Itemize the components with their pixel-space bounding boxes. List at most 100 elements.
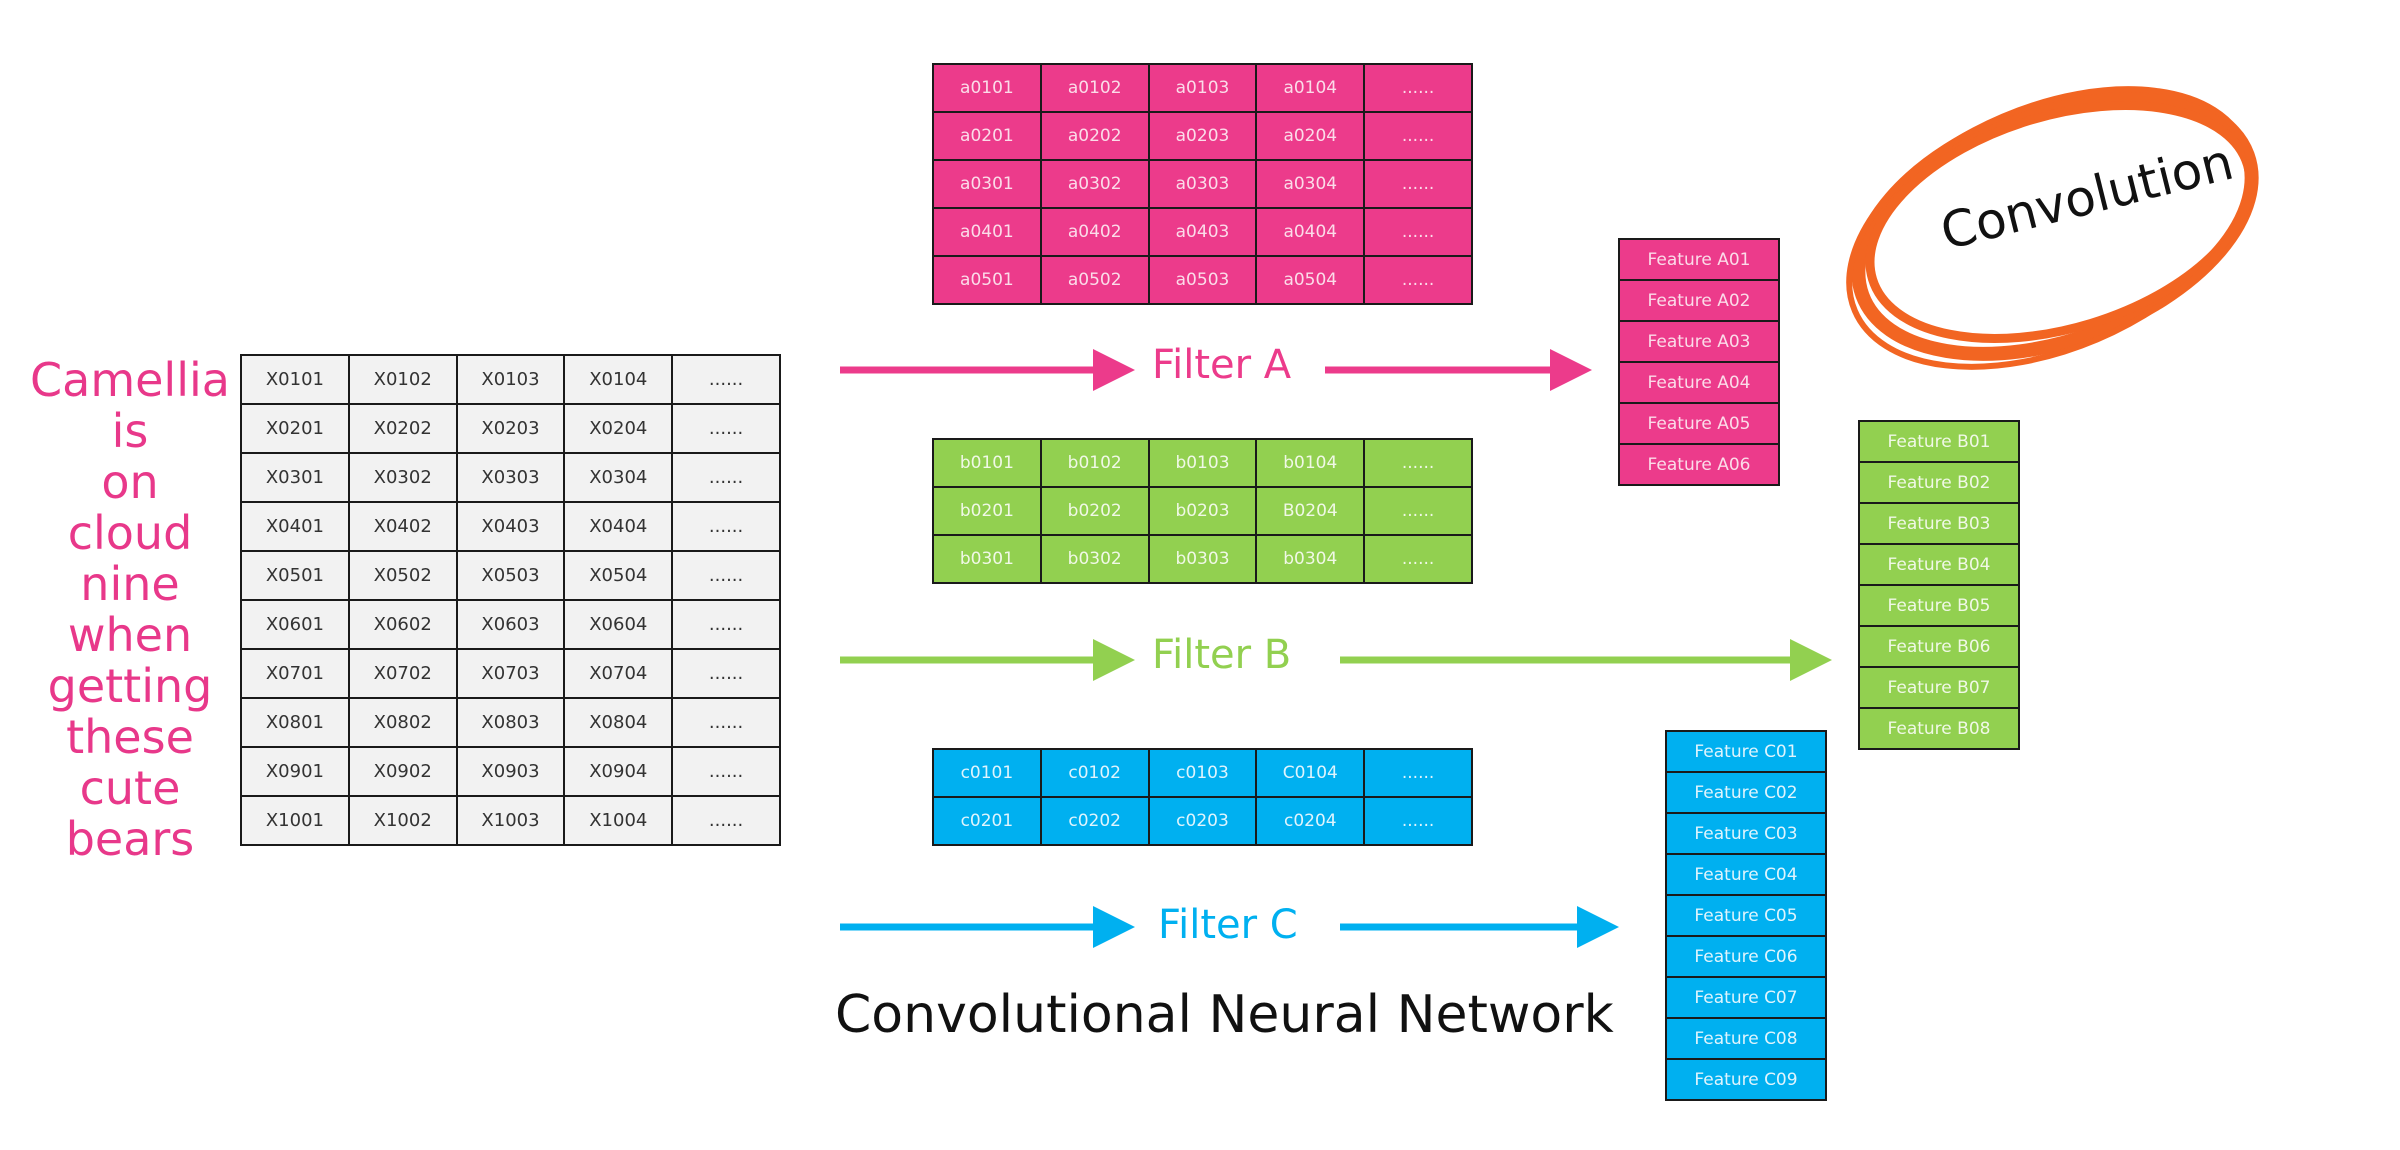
matrix-cell: X0803 — [455, 697, 566, 748]
feature-row: Feature A04 — [1618, 361, 1780, 404]
matrix-cell: a0201 — [932, 111, 1042, 161]
matrix-cell: X1001 — [240, 795, 350, 846]
matrix-cell: X0104 — [563, 354, 674, 405]
matrix-cell: ...... — [1363, 159, 1473, 209]
matrix-cell: c0202 — [1039, 796, 1150, 846]
matrix-cell: ...... — [671, 599, 781, 650]
matrix-cell: X0503 — [455, 550, 566, 601]
matrix-cell: X0201 — [240, 403, 350, 454]
matrix-cell: X0603 — [455, 599, 566, 650]
sentence-word: on — [101, 455, 159, 509]
matrix-cell: a0103 — [1147, 63, 1258, 113]
matrix-cell: a0403 — [1147, 207, 1258, 257]
matrix-cell: C0104 — [1255, 748, 1366, 798]
matrix-cell: X0304 — [563, 452, 674, 503]
matrix-cell: X0703 — [455, 648, 566, 699]
matrix-cell: ...... — [1363, 796, 1473, 846]
feature-row: Feature A03 — [1618, 320, 1780, 363]
matrix-cell: a0101 — [932, 63, 1042, 113]
matrix-cell: c0201 — [932, 796, 1042, 846]
feature-cell: Feature C08 — [1665, 1017, 1827, 1060]
matrix-cell: X0103 — [455, 354, 566, 405]
matrix-cell: c0103 — [1147, 748, 1258, 798]
feature-row: Feature C05 — [1665, 894, 1827, 937]
convolution-ring — [1846, 86, 2259, 370]
feature-cell: Feature A02 — [1618, 279, 1780, 322]
feature-cell: Feature C03 — [1665, 812, 1827, 855]
matrix-cell: a0203 — [1147, 111, 1258, 161]
feature-cell: Feature A05 — [1618, 402, 1780, 445]
feature-cell: Feature B08 — [1858, 707, 2020, 750]
feature-row: Feature A01 — [1618, 238, 1780, 281]
matrix-cell: ...... — [671, 354, 781, 405]
matrix-cell: X0902 — [347, 746, 458, 797]
matrix-cell: b0303 — [1147, 534, 1258, 584]
feature-row: Feature C07 — [1665, 976, 1827, 1019]
matrix-cell: b0202 — [1039, 486, 1150, 536]
matrix-cell: ...... — [671, 648, 781, 699]
feature-row: Feature C09 — [1665, 1058, 1827, 1101]
matrix-cell: a0502 — [1039, 255, 1150, 305]
feature-cell: Feature B01 — [1858, 420, 2020, 463]
matrix-cell: a0503 — [1147, 255, 1258, 305]
matrix-cell: a0102 — [1039, 63, 1150, 113]
matrix-cell: a0402 — [1039, 207, 1150, 257]
filter-a-label: Filter A — [1152, 342, 1292, 388]
matrix-cell: X0602 — [347, 599, 458, 650]
matrix-cell: a0202 — [1039, 111, 1150, 161]
diagram-title: Convolutional Neural Network — [835, 985, 1614, 1045]
feature-row: Feature B02 — [1858, 461, 2020, 504]
matrix-cell: ...... — [1363, 534, 1473, 584]
feature-cell: Feature C05 — [1665, 894, 1827, 937]
matrix-cell: c0204 — [1255, 796, 1366, 846]
matrix-cell: b0302 — [1039, 534, 1150, 584]
matrix-cell: a0303 — [1147, 159, 1258, 209]
sentence-word: is — [111, 404, 149, 458]
feature-row: Feature A06 — [1618, 443, 1780, 486]
matrix-cell: X0501 — [240, 550, 350, 601]
matrix-cell: b0103 — [1147, 438, 1258, 488]
matrix-cell: X1003 — [455, 795, 566, 846]
matrix-cell: a0304 — [1255, 159, 1366, 209]
sentence-word: getting — [47, 659, 213, 713]
matrix-cell: X0604 — [563, 599, 674, 650]
sentence-word: these — [66, 710, 194, 764]
sentence-word: when — [67, 608, 193, 662]
matrix-cell: X0804 — [563, 697, 674, 748]
matrix-cell: X0601 — [240, 599, 350, 650]
feature-cell: Feature B04 — [1858, 543, 2020, 586]
matrix-cell: X0302 — [347, 452, 458, 503]
matrix-cell: ...... — [1363, 486, 1473, 536]
feature-cell: Feature C06 — [1665, 935, 1827, 978]
matrix-cell: X0202 — [347, 403, 458, 454]
feature-cell: Feature C07 — [1665, 976, 1827, 1019]
input-sentence: Camellia is on cloud nine when getting t… — [20, 355, 240, 865]
matrix-cell: a0401 — [932, 207, 1042, 257]
matrix-cell: a0404 — [1255, 207, 1366, 257]
matrix-cell: c0203 — [1147, 796, 1258, 846]
feature-cell: Feature A01 — [1618, 238, 1780, 281]
matrix-cell: ...... — [1363, 63, 1473, 113]
feature-cell: Feature A03 — [1618, 320, 1780, 363]
feature-row: Feature A05 — [1618, 402, 1780, 445]
sentence-word: bears — [65, 812, 195, 866]
filter-c-label: Filter C — [1158, 902, 1298, 948]
matrix-cell: B0204 — [1255, 486, 1366, 536]
sentence-word: cute — [79, 761, 181, 815]
matrix-cell: ...... — [671, 403, 781, 454]
feature-row: Feature B08 — [1858, 707, 2020, 750]
feature-row: Feature C01 — [1665, 730, 1827, 773]
